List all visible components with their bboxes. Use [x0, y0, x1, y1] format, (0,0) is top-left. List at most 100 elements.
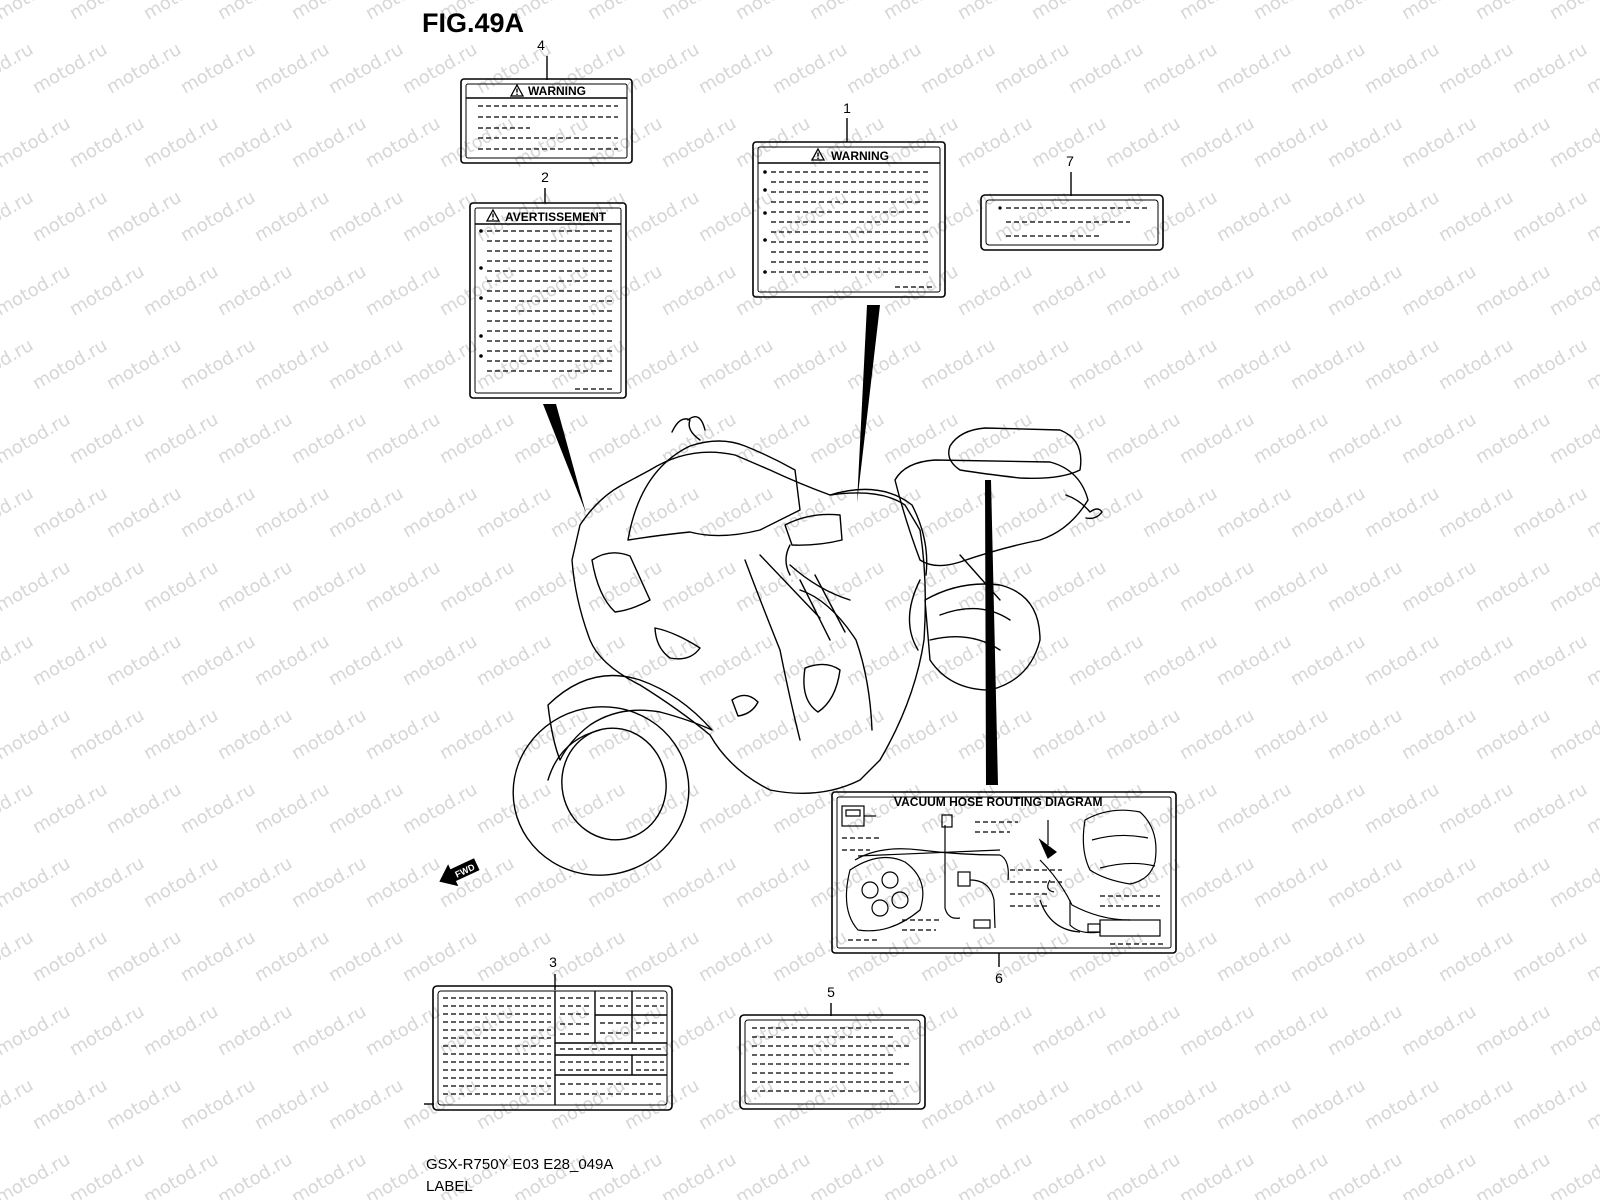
- svg-text:motod.ru: motod.ru: [954, 409, 1036, 468]
- svg-text:motod.ru: motod.ru: [954, 113, 1036, 172]
- svg-text:motod.ru: motod.ru: [843, 187, 925, 246]
- label-5[interactable]: 5: [739, 984, 926, 1110]
- svg-text:motod.ru: motod.ru: [103, 187, 185, 246]
- svg-text:motod.ru: motod.ru: [658, 261, 740, 320]
- svg-text:motod.ru: motod.ru: [584, 557, 666, 616]
- svg-text:motod.ru: motod.ru: [362, 705, 444, 764]
- svg-text:motod.ru: motod.ru: [991, 483, 1073, 542]
- svg-text:motod.ru: motod.ru: [769, 483, 851, 542]
- svg-text:motod.ru: motod.ru: [1509, 187, 1591, 246]
- svg-text:motod.ru: motod.ru: [399, 187, 481, 246]
- svg-text:motod.ru: motod.ru: [362, 853, 444, 912]
- label-4[interactable]: 4 WARNING: [460, 37, 633, 164]
- svg-text:motod.ru: motod.ru: [214, 853, 296, 912]
- svg-text:motod.ru: motod.ru: [140, 557, 222, 616]
- rear-turn-signal: [1065, 494, 1103, 520]
- svg-text:motod.ru: motod.ru: [1176, 1149, 1258, 1200]
- svg-text:motod.ru: motod.ru: [177, 631, 259, 690]
- svg-text:motod.ru: motod.ru: [0, 0, 74, 24]
- svg-text:motod.ru: motod.ru: [1472, 113, 1554, 172]
- svg-text:motod.ru: motod.ru: [325, 779, 407, 838]
- svg-text:motod.ru: motod.ru: [547, 927, 629, 986]
- svg-text:motod.ru: motod.ru: [251, 187, 333, 246]
- label-6[interactable]: VACUUM HOSE ROUTING DIAGRAM: [831, 791, 1177, 986]
- svg-text:motod.ru: motod.ru: [1102, 557, 1184, 616]
- label-1-header: WARNING: [831, 149, 889, 163]
- svg-text:motod.ru: motod.ru: [1509, 1075, 1591, 1134]
- svg-text:motod.ru: motod.ru: [1250, 0, 1332, 24]
- svg-text:motod.ru: motod.ru: [917, 39, 999, 98]
- svg-text:motod.ru: motod.ru: [0, 1149, 74, 1200]
- svg-text:motod.ru: motod.ru: [732, 1149, 814, 1200]
- svg-text:motod.ru: motod.ru: [1398, 261, 1480, 320]
- mirror: [784, 513, 843, 546]
- fairing: [571, 451, 927, 794]
- front-fender: [547, 674, 713, 761]
- svg-text:motod.ru: motod.ru: [29, 187, 111, 246]
- svg-text:motod.ru: motod.ru: [140, 705, 222, 764]
- svg-text:motod.ru: motod.ru: [1472, 261, 1554, 320]
- label-3-outer-border: [432, 985, 673, 1111]
- svg-text:motod.ru: motod.ru: [362, 113, 444, 172]
- svg-text:motod.ru: motod.ru: [288, 113, 370, 172]
- svg-text:motod.ru: motod.ru: [1250, 261, 1332, 320]
- headlight-right: [654, 627, 701, 660]
- svg-text:motod.ru: motod.ru: [732, 557, 814, 616]
- svg-text:motod.ru: motod.ru: [1287, 483, 1369, 542]
- svg-text:motod.ru: motod.ru: [1287, 187, 1369, 246]
- svg-text:motod.ru: motod.ru: [1324, 557, 1406, 616]
- svg-text:motod.ru: motod.ru: [103, 1075, 185, 1134]
- svg-text:motod.ru: motod.ru: [658, 705, 740, 764]
- svg-text:motod.ru: motod.ru: [1435, 779, 1517, 838]
- svg-text:motod.ru: motod.ru: [325, 39, 407, 98]
- svg-text:motod.ru: motod.ru: [288, 409, 370, 468]
- svg-text:motod.ru: motod.ru: [1398, 705, 1480, 764]
- svg-text:motod.ru: motod.ru: [732, 0, 814, 24]
- svg-text:motod.ru: motod.ru: [399, 335, 481, 394]
- svg-text:motod.ru: motod.ru: [140, 1001, 222, 1060]
- svg-text:motod.ru: motod.ru: [251, 779, 333, 838]
- svg-text:motod.ru: motod.ru: [1102, 0, 1184, 24]
- svg-text:motod.ru: motod.ru: [1176, 0, 1258, 24]
- svg-text:motod.ru: motod.ru: [1546, 705, 1600, 764]
- svg-text:motod.ru: motod.ru: [66, 261, 148, 320]
- svg-text:motod.ru: motod.ru: [1546, 853, 1600, 912]
- svg-text:motod.ru: motod.ru: [1287, 1075, 1369, 1134]
- svg-text:motod.ru: motod.ru: [1176, 261, 1258, 320]
- label-3[interactable]: 3: [424, 954, 673, 1111]
- svg-text:motod.ru: motod.ru: [1509, 927, 1591, 986]
- svg-text:motod.ru: motod.ru: [103, 631, 185, 690]
- air-intake: [803, 663, 841, 713]
- svg-text:motod.ru: motod.ru: [177, 39, 259, 98]
- svg-text:motod.ru: motod.ru: [991, 39, 1073, 98]
- label-2[interactable]: 2 AVERTISSEMENT: [469, 169, 627, 399]
- svg-text:motod.ru: motod.ru: [584, 0, 666, 24]
- svg-text:motod.ru: motod.ru: [214, 557, 296, 616]
- svg-text:motod.ru: motod.ru: [1361, 187, 1443, 246]
- label-1[interactable]: 1 WARNING: [752, 100, 946, 298]
- svg-text:motod.ru: motod.ru: [1472, 557, 1554, 616]
- svg-text:motod.ru: motod.ru: [769, 187, 851, 246]
- svg-text:motod.ru: motod.ru: [1213, 483, 1295, 542]
- svg-text:motod.ru: motod.ru: [1509, 335, 1591, 394]
- tail-cowl: [894, 459, 1089, 567]
- svg-text:motod.ru: motod.ru: [1546, 0, 1600, 24]
- svg-text:motod.ru: motod.ru: [1213, 335, 1295, 394]
- svg-text:motod.ru: motod.ru: [695, 1075, 777, 1134]
- label-7[interactable]: 7: [980, 153, 1164, 251]
- svg-text:motod.ru: motod.ru: [66, 1149, 148, 1200]
- svg-text:motod.ru: motod.ru: [0, 557, 74, 616]
- svg-text:motod.ru: motod.ru: [1028, 1001, 1110, 1060]
- svg-text:motod.ru: motod.ru: [1546, 557, 1600, 616]
- svg-text:motod.ru: motod.ru: [954, 853, 1036, 912]
- svg-text:motod.ru: motod.ru: [1435, 1075, 1517, 1134]
- label-6-header: VACUUM HOSE ROUTING DIAGRAM: [894, 795, 1102, 809]
- svg-text:motod.ru: motod.ru: [362, 557, 444, 616]
- svg-text:motod.ru: motod.ru: [0, 409, 74, 468]
- svg-text:motod.ru: motod.ru: [1028, 557, 1110, 616]
- svg-text:motod.ru: motod.ru: [1102, 853, 1184, 912]
- svg-text:motod.ru: motod.ru: [325, 335, 407, 394]
- svg-text:motod.ru: motod.ru: [325, 187, 407, 246]
- svg-text:motod.ru: motod.ru: [177, 187, 259, 246]
